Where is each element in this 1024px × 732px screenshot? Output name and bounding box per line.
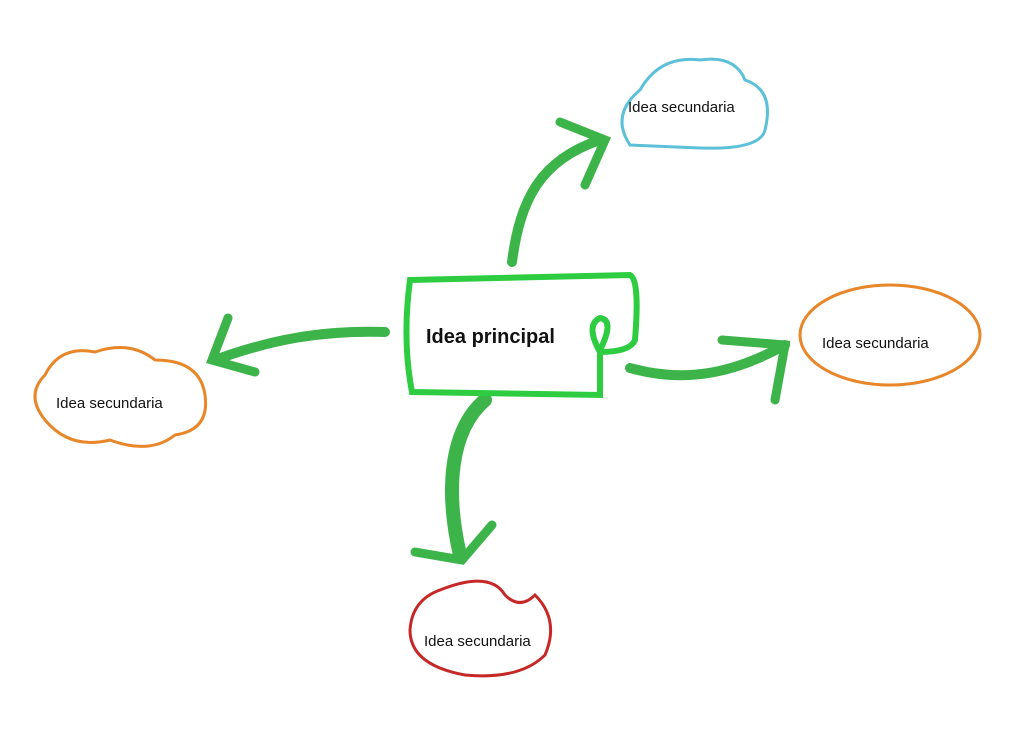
cloud-left bbox=[33, 346, 208, 448]
arrow-head-right bbox=[717, 335, 791, 405]
arrow-head-left bbox=[206, 313, 260, 377]
arrow-up-right bbox=[507, 135, 605, 267]
secondary-idea-label: Idea secundaria bbox=[424, 633, 531, 650]
secondary-idea-label: Idea secundaria bbox=[56, 395, 163, 412]
secondary-idea-label: Idea secundaria bbox=[628, 99, 735, 116]
arrow-head-down bbox=[410, 520, 497, 565]
arrow-left bbox=[210, 326, 390, 365]
main-idea-label: Idea principal bbox=[426, 326, 555, 348]
cloud-top-right bbox=[620, 57, 769, 150]
arrow-head-up-right bbox=[555, 117, 612, 190]
blob-right bbox=[798, 283, 982, 387]
arrow-right bbox=[625, 340, 790, 381]
blob-bottom bbox=[408, 579, 553, 678]
arrow-down bbox=[445, 393, 492, 562]
main-idea-box bbox=[403, 271, 640, 399]
secondary-idea-label: Idea secundaria bbox=[822, 335, 929, 352]
